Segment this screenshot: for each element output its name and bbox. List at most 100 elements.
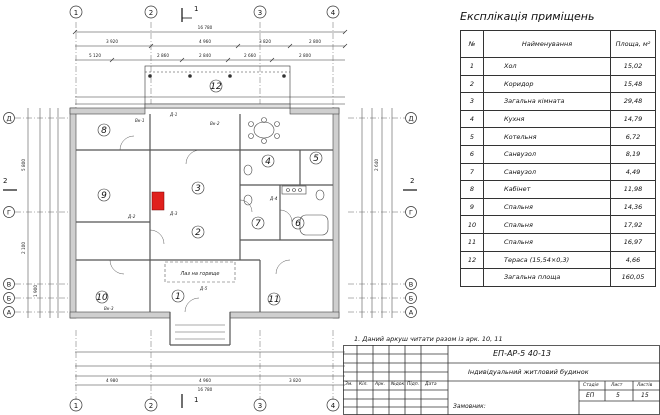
room-name: Спальня — [483, 232, 611, 252]
axis-3-bottom: 3 — [258, 402, 262, 410]
attic-hatch-label: Лаз на горище — [180, 271, 220, 277]
tag-door-2: Д-2 — [127, 214, 136, 219]
explication-title: Експлікація приміщень — [460, 10, 595, 23]
dim-top2-2: 2 860 — [157, 53, 169, 58]
section-1-label-bottom: 1 — [194, 396, 198, 404]
header-num: № — [460, 30, 484, 58]
floor-plan-drawing: 1 2 3 4 1 2 3 4 Д Г В Б А Д Г В Б А — [3, 5, 417, 412]
axis-v-right: В — [409, 281, 413, 289]
room-table: № Найменування Площа, м² 1 Хол 15,02 2 К… — [460, 30, 656, 287]
room-name: Хол — [483, 57, 611, 76]
title-block-grid — [343, 345, 660, 415]
room-explication: Експлікація приміщень № Найменування Пло… — [452, 0, 660, 300]
axis-v-left: В — [7, 281, 11, 289]
room-label-9: 9 — [101, 191, 107, 201]
room-name: Кухня — [483, 109, 611, 129]
bathroom-fixtures — [243, 164, 329, 236]
dim-side-4: 2 640 — [374, 159, 379, 171]
room-num: 6 — [460, 144, 484, 164]
stamp-sheets-label: Листів — [637, 383, 653, 388]
dimension-texts: 16 780 16 780 3 920 4 960 3 820 2 800 5 … — [21, 25, 379, 392]
room-num: 2 — [460, 74, 484, 94]
room-name: Коридор — [483, 74, 611, 94]
axis-2-top: 2 — [149, 9, 153, 17]
room-name: Тераса (15,54×0,3) — [483, 250, 611, 270]
room-label-3: 3 — [195, 184, 201, 194]
room-area: 15,48 — [610, 74, 656, 94]
table-row: 4 Кухня 14,79 — [460, 109, 656, 129]
axis-g-left: Г — [7, 209, 11, 217]
dim-top2-4: 2 660 — [244, 53, 256, 58]
kitchen-counter — [281, 185, 307, 195]
room-label-4: 4 — [265, 157, 271, 167]
dim-top-3: 3 820 — [259, 39, 271, 44]
table-row: 3 Загальна кімната 29,48 — [460, 92, 656, 111]
axis-2-bottom: 2 — [149, 402, 153, 410]
axis-1-top: 1 — [74, 9, 78, 17]
room-area: 4,66 — [610, 250, 656, 270]
tag-door-3: Д-3 — [169, 211, 178, 216]
dim-side-1: 5 800 — [21, 159, 26, 171]
dim-bottom-3: 3 820 — [289, 378, 301, 383]
axis-a-right: А — [409, 309, 414, 317]
room-label-2: 2 — [195, 228, 201, 238]
project-name: Індивідуальний житловий будинок — [468, 368, 589, 376]
room-table-header: № Найменування Площа, м² — [460, 30, 656, 58]
dim-top-4: 2 800 — [309, 39, 321, 44]
room-area: 16,97 — [610, 232, 656, 252]
total-area: 160,05 — [610, 268, 656, 287]
header-name: Найменування — [483, 30, 611, 58]
stamp-header-kil: Кіл. — [359, 382, 368, 387]
dim-top2-1: 5 120 — [89, 53, 101, 58]
dim-total: 16 780 — [198, 25, 213, 30]
axis-d-left: Д — [6, 115, 11, 123]
room-area: 8,19 — [610, 144, 656, 164]
axis-3-top: 3 — [258, 9, 262, 17]
room-num: 12 — [460, 250, 484, 270]
axis-b-right: Б — [409, 295, 413, 303]
external-walls — [69, 103, 340, 319]
header-area: Площа, м² — [610, 30, 656, 58]
stamp-stage-label: Стадія — [583, 383, 599, 388]
dim-top-1: 3 920 — [106, 39, 118, 44]
room-area: 11,98 — [610, 180, 656, 199]
axis-g-right: Г — [409, 209, 413, 217]
tag-window-2: Вк-2 — [210, 121, 220, 126]
table-row: 9 Спальня 14,36 — [460, 197, 656, 217]
room-area: 6,72 — [610, 127, 656, 146]
stamp-header-data: Дата — [425, 382, 437, 387]
stamp-stage: ЕП — [586, 392, 595, 399]
axis-markers-top: 1 2 3 4 — [69, 5, 340, 19]
room-label-5: 5 — [313, 154, 319, 164]
section-1-label-top: 1 — [194, 5, 198, 13]
table-row: 12 Тераса (15,54×0,3) 4,66 — [460, 250, 656, 270]
internal-walls — [76, 114, 333, 346]
room-num: 4 — [460, 109, 484, 129]
room-label-11: 11 — [268, 295, 279, 305]
room-num: 9 — [460, 197, 484, 217]
axis-markers-bottom: 1 2 3 4 — [69, 398, 340, 412]
room-num: 3 — [460, 92, 484, 111]
room-label-7: 7 — [255, 219, 261, 229]
attic-hatch: Лаз на горище — [164, 261, 236, 283]
room-area: 29,48 — [610, 92, 656, 111]
room-area: 17,92 — [610, 215, 656, 234]
room-area: 14,79 — [610, 109, 656, 129]
dim-top-2: 4 960 — [199, 39, 211, 44]
axis-d-right: Д — [408, 115, 413, 123]
room-label-1: 1 — [175, 292, 181, 302]
tag-door-1: Д-1 — [169, 112, 178, 117]
stamp-customer-label: Замовник: — [453, 403, 486, 410]
dim-bottom-1: 4 980 — [106, 378, 118, 383]
stamp-sheets: 15 — [641, 392, 649, 399]
total-row: Загальна площа 160,05 — [460, 268, 656, 287]
room-name: Спальня — [483, 197, 611, 217]
tag-door-4: Д-4 — [269, 196, 278, 201]
section-2-label-left: 2 — [3, 177, 7, 185]
stamp-sheet-label: Лист — [611, 383, 623, 388]
axis-markers-side: Д Г В Б А Д Г В Б А — [3, 112, 417, 318]
room-name: Санвузол — [483, 162, 611, 182]
opening-tags: Вк-1 Д-1 Вк-2 Д-2 Д-3 Д-4 Д-5 Вк-3 — [104, 112, 278, 311]
title-block: ЕП-АР-5 40-13 Індивідуальний житловий бу… — [343, 345, 660, 415]
total-label: Загальна площа — [483, 268, 611, 287]
